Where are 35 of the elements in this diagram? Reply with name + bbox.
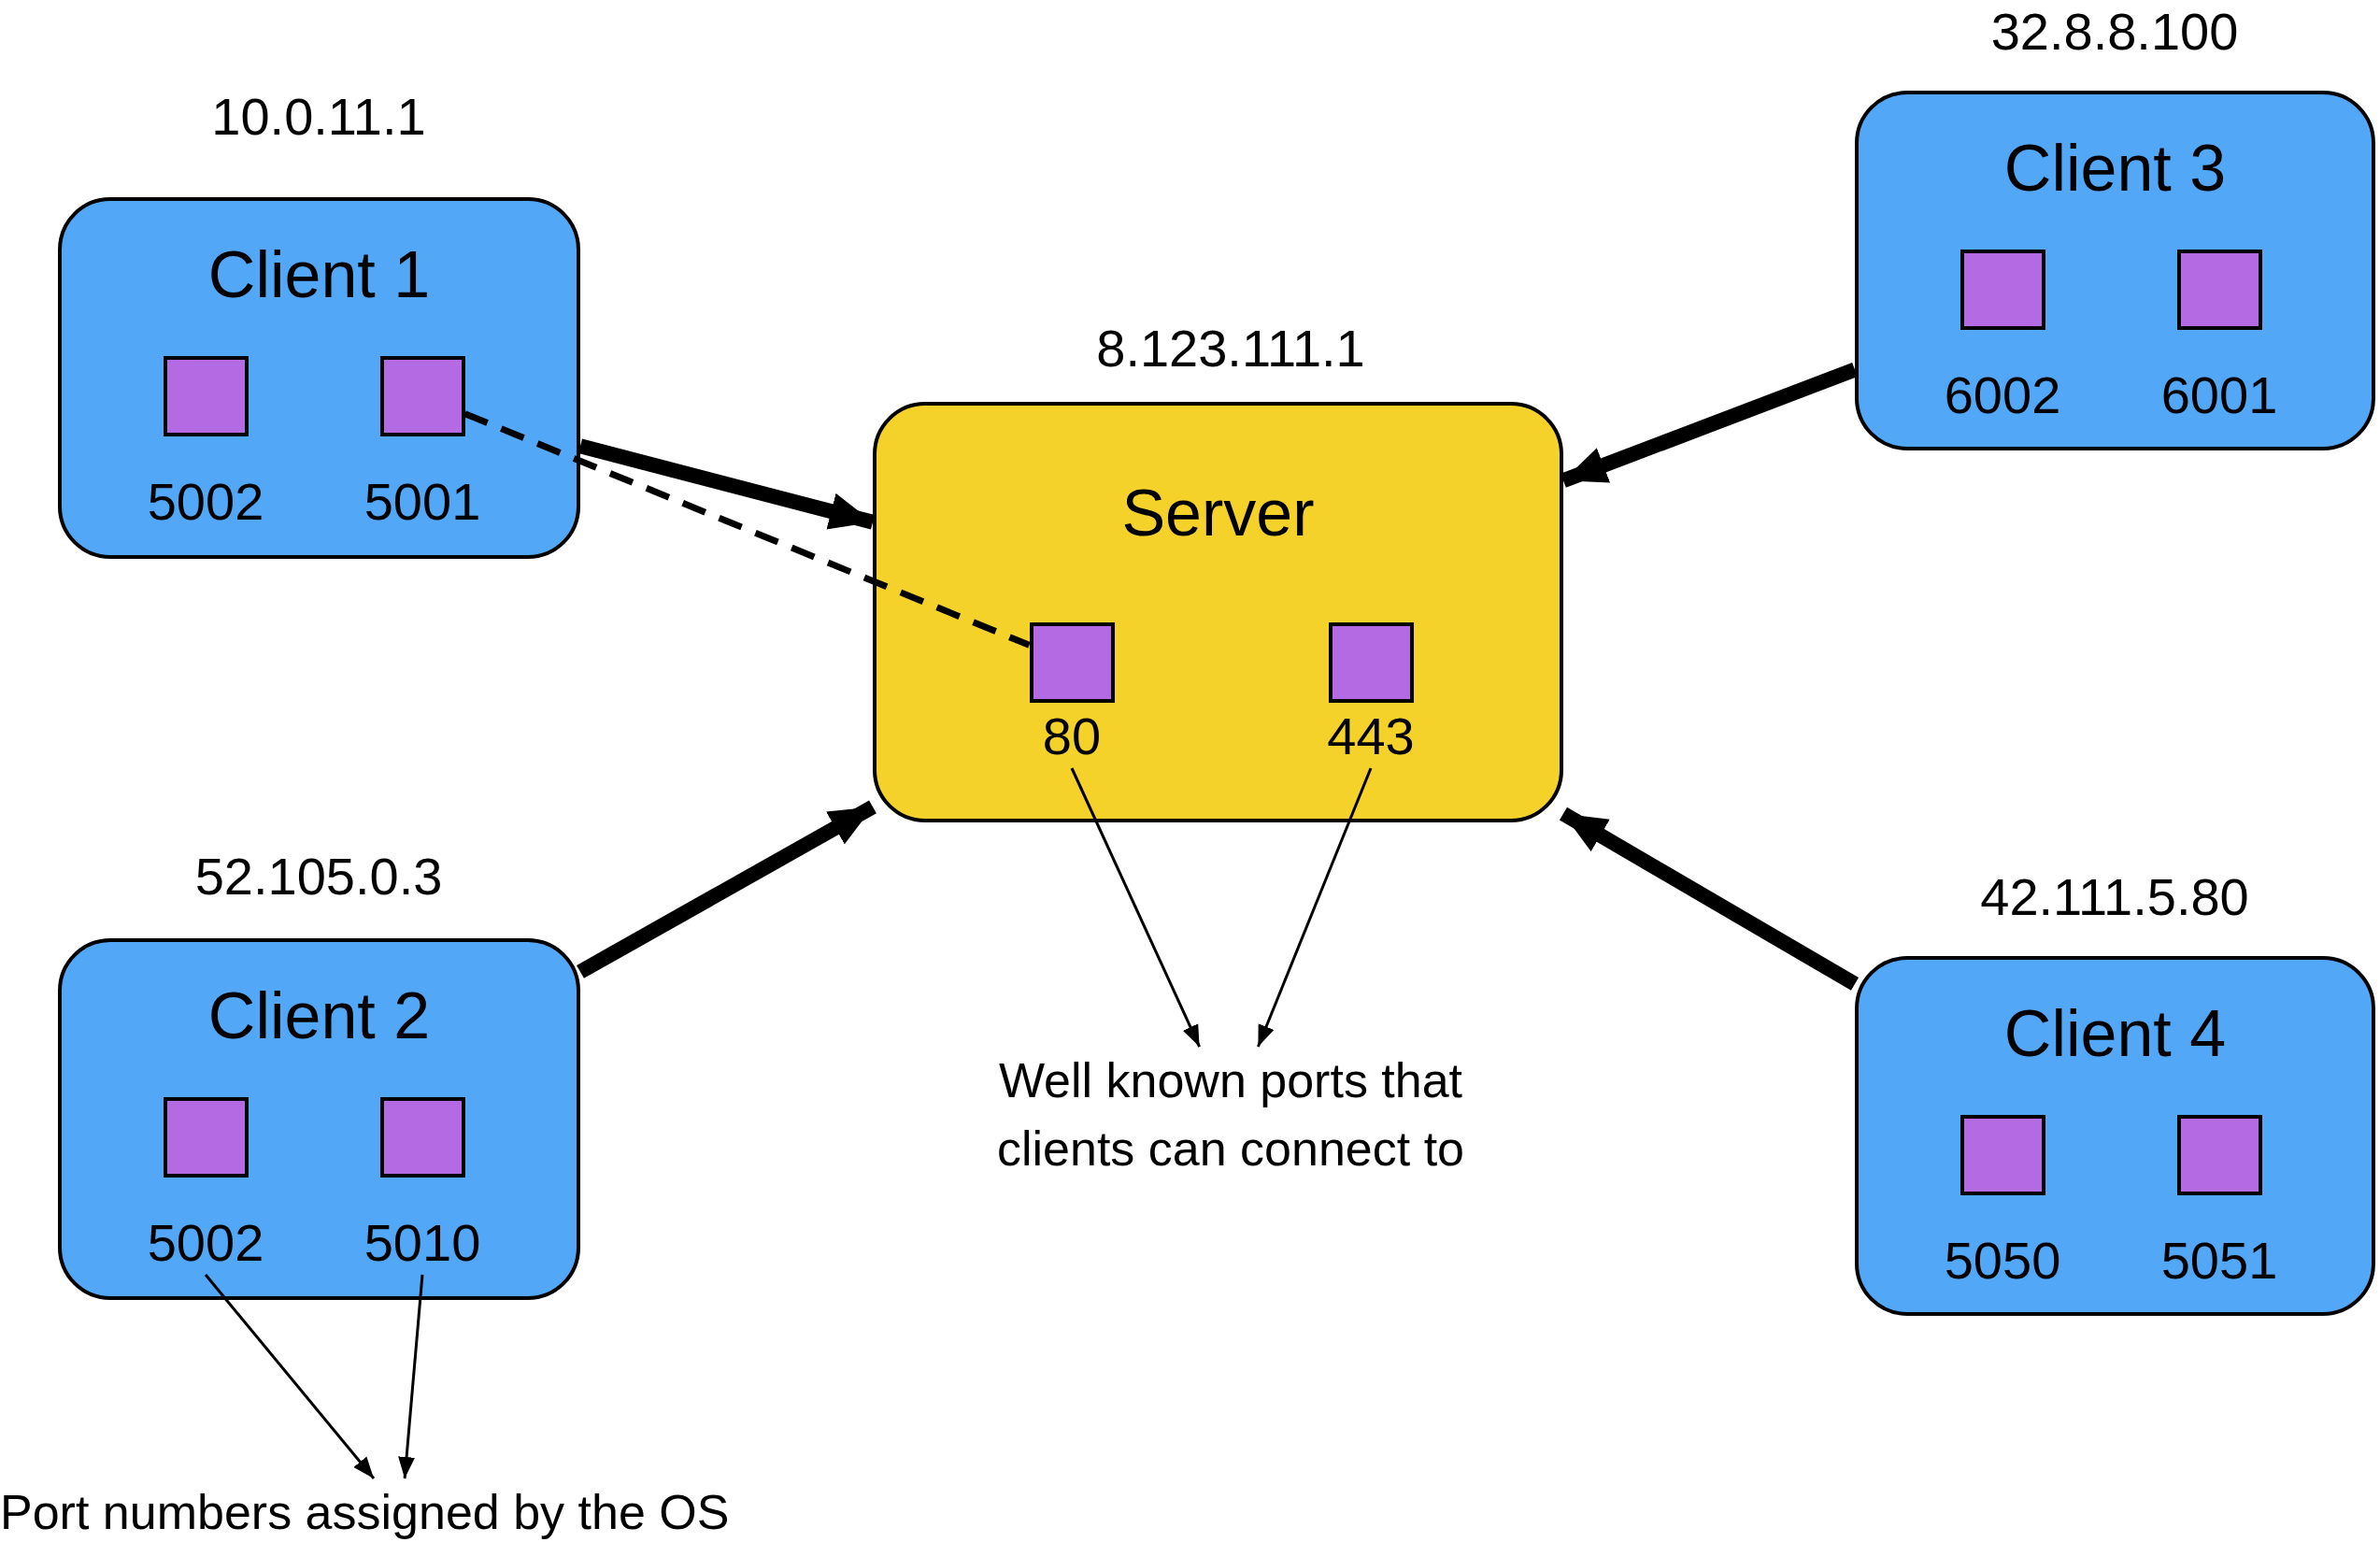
port-number: 6001 [2160, 369, 2278, 421]
connection-arrow [1561, 363, 1858, 488]
leader-arrow [398, 1274, 424, 1479]
leader-arrow [1257, 767, 1373, 1048]
ip-address: 8.123.111.1 [1096, 322, 1365, 375]
box-title: Client 1 [207, 242, 432, 307]
port-number: 80 [1042, 710, 1102, 763]
box-title: Server [1120, 480, 1316, 546]
connection-arrow [577, 800, 876, 978]
client-box [58, 197, 580, 559]
annotation-text: Port numbers assigned by the OS [0, 1478, 804, 1542]
dashed-connection-line [463, 410, 1031, 649]
port-number: 5010 [363, 1217, 481, 1269]
port-number: 5050 [1944, 1235, 2061, 1287]
server-box [873, 402, 1563, 822]
ip-address: 32.8.8.100 [1990, 6, 2239, 58]
ip-address: 42.111.5.80 [1980, 871, 2249, 923]
leader-arrow [1070, 767, 1201, 1048]
port-number: 5002 [147, 1217, 264, 1269]
connection-arrow [1559, 807, 1860, 991]
port-number: 5001 [363, 476, 481, 528]
annotation-text: Well known ports that clients can connect to [810, 1047, 1651, 1183]
box-title: Client 3 [2002, 136, 2228, 201]
ip-address: 52.105.0.3 [194, 850, 443, 903]
port-number: 6002 [1944, 369, 2061, 421]
box-title: Client 4 [2002, 1001, 2228, 1066]
connection-arrow [577, 438, 876, 530]
port-number: 443 [1327, 710, 1415, 763]
client-box [1855, 956, 2375, 1316]
box-title: Client 2 [207, 983, 432, 1049]
client-box [1855, 91, 2375, 450]
port-number: 5051 [2160, 1235, 2278, 1287]
ip-address: 10.0.11.1 [211, 91, 426, 143]
client-box [58, 938, 580, 1300]
port-number: 5002 [147, 476, 264, 528]
